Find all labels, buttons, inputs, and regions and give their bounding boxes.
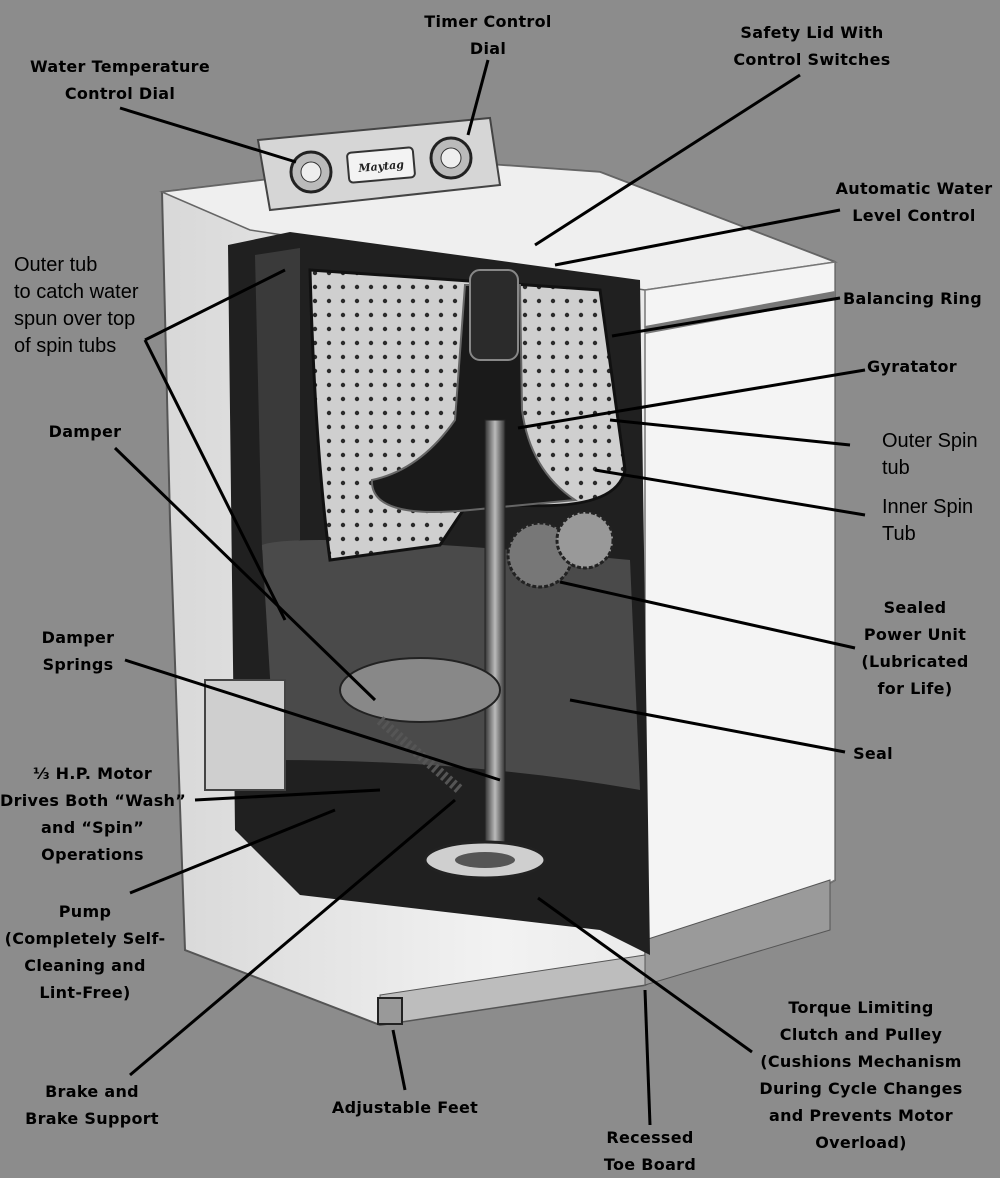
gyratator-drawing (370, 284, 578, 513)
leader-seal (569, 698, 846, 754)
leader-torque (537, 896, 753, 1054)
leader-outer-spin (609, 418, 851, 447)
leader-safety-lid (534, 73, 801, 247)
leader-motor (194, 788, 381, 802)
leader-outer-tub-1 (144, 268, 286, 342)
brand-logo: Maytag (357, 158, 405, 175)
leader-damper (113, 446, 377, 702)
leader-timer (466, 59, 490, 136)
leader-damper-springs (124, 658, 501, 782)
label-adjustable-feet: Adjustable Feet (331, 1098, 479, 1117)
leader-pump (129, 808, 336, 895)
leader-balancing (611, 296, 841, 338)
central-shaft-drawing (484, 419, 506, 871)
label-balancing-ring: Balancing Ring (843, 289, 982, 308)
leader-water-temp (119, 106, 297, 164)
leader-sealed-power (559, 580, 856, 650)
adjustable-foot-drawing (377, 997, 403, 1025)
leader-feet (391, 1029, 407, 1091)
leader-outer-tub-2 (143, 339, 287, 621)
label-gyratator: Gyratator (867, 357, 957, 376)
motor-drawing (204, 679, 286, 791)
label-seal: Seal (853, 744, 893, 763)
leader-inner-spin (594, 468, 866, 517)
control-panel: Maytag (256, 116, 502, 212)
leader-toe-board (643, 989, 652, 1126)
leader-gyratator (517, 368, 866, 430)
label-damper: Damper (48, 422, 122, 441)
leader-water-level (554, 208, 841, 267)
leader-lines (113, 59, 866, 1126)
leader-brake (129, 798, 456, 1077)
